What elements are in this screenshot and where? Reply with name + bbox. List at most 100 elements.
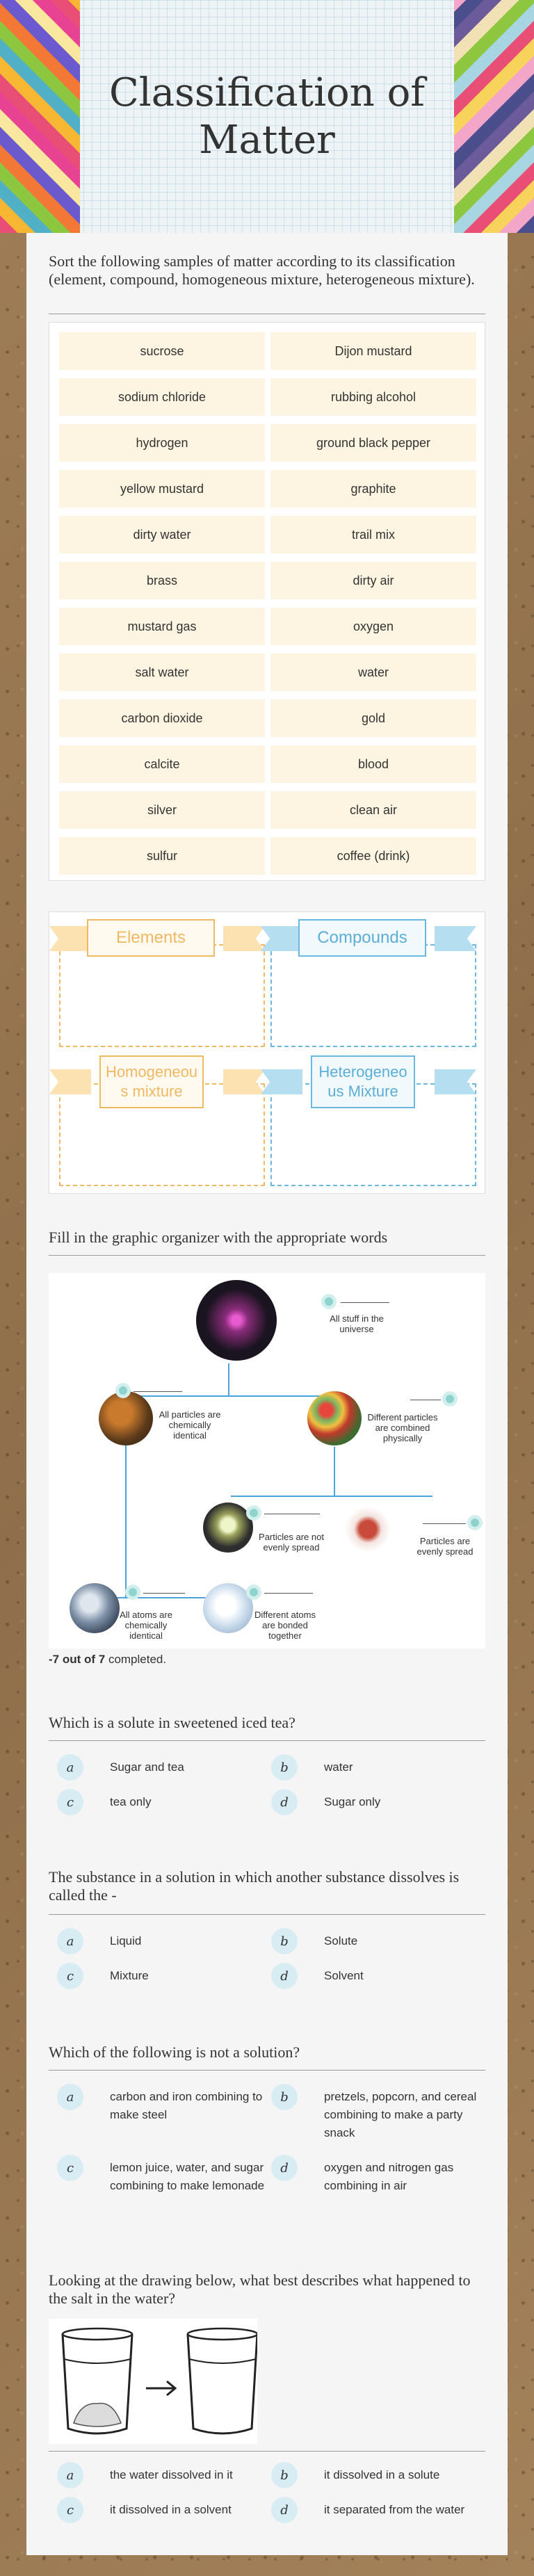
connector-line <box>334 1447 335 1496</box>
dropzone-elements[interactable] <box>59 944 265 1047</box>
option-letter: a <box>57 2084 83 2110</box>
sort-item[interactable]: oxygen <box>270 608 476 645</box>
sort-item[interactable]: sulfur <box>59 837 265 875</box>
sort-item[interactable]: mustard gas <box>59 608 265 645</box>
sort-item[interactable]: brass <box>59 562 265 599</box>
answer-option[interactable]: c tea only <box>57 1789 270 1815</box>
sort-item[interactable]: ground black pepper <box>270 424 476 462</box>
ribbon-tail <box>261 1069 302 1094</box>
divider <box>49 2451 485 2452</box>
chevron-pattern-left <box>0 0 80 233</box>
blank-marker[interactable] <box>321 1294 337 1309</box>
option-text: the water dissolved in it <box>110 2468 233 2481</box>
option-text: carbon and iron combining to make steel <box>110 2090 263 2121</box>
option-text: it dissolved in a solvent <box>110 2503 232 2516</box>
completion-status: -7 out of 7 completed. <box>49 1653 166 1667</box>
option-text: it dissolved in a solute <box>324 2468 440 2481</box>
connector-line <box>231 1496 432 1497</box>
blank-marker[interactable] <box>115 1383 131 1398</box>
sort-item[interactable]: hydrogen <box>59 424 265 462</box>
answer-option[interactable]: d Solvent <box>271 1963 484 1989</box>
universe-image <box>196 1280 277 1361</box>
sort-item[interactable]: calcite <box>59 745 265 783</box>
sort-items-box: sucrose sodium chloride hydrogen yellow … <box>49 322 485 881</box>
ribbon-tail <box>223 926 265 951</box>
question-1: Which is a solute in sweetened iced tea? <box>49 1714 296 1731</box>
sort-item[interactable]: coffee (drink) <box>270 837 476 875</box>
sort-item[interactable]: sucrose <box>59 332 265 370</box>
ribbon-tail <box>435 1069 476 1094</box>
sort-item[interactable]: dirty water <box>59 516 265 553</box>
option-text: Sugar and tea <box>110 1760 184 1774</box>
sort-item[interactable]: sodium chloride <box>59 378 265 416</box>
option-text: Solvent <box>324 1969 364 1982</box>
blank-marker[interactable] <box>246 1505 261 1521</box>
element-image <box>70 1583 120 1633</box>
sort-item[interactable]: blood <box>270 745 476 783</box>
option-letter: d <box>271 1963 298 1989</box>
divider <box>49 2070 485 2071</box>
category-label-elements: Elements <box>87 919 215 957</box>
sort-item[interactable]: carbon dioxide <box>59 699 265 737</box>
category-board: Elements Compounds Homogeneous mixture H… <box>49 912 485 1194</box>
option-letter: b <box>271 2084 298 2110</box>
beaker-illustration <box>61 2327 259 2435</box>
option-text: tea only <box>110 1795 152 1808</box>
ribbon-tail <box>49 1069 91 1094</box>
organizer-label-bottom-left: All atoms are chemically identical <box>120 1610 172 1641</box>
sort-item[interactable]: trail mix <box>270 516 476 553</box>
sort-item[interactable]: salt water <box>59 654 265 691</box>
graphic-organizer: All stuff in the universe All particles … <box>49 1273 485 1649</box>
option-letter: a <box>57 1928 83 1954</box>
completion-suffix: completed. <box>105 1653 167 1666</box>
option-letter: b <box>271 1754 298 1781</box>
blank-marker[interactable] <box>125 1585 140 1600</box>
divider <box>49 1740 485 1741</box>
sort-item[interactable]: silver <box>59 791 265 829</box>
blank-marker[interactable] <box>467 1515 483 1530</box>
divider <box>49 1255 485 1256</box>
sort-item[interactable]: gold <box>270 699 476 737</box>
category-label-heterogeneous: Heterogeneous Mixture <box>311 1055 415 1108</box>
option-text: lemon juice, water, and sugar combining … <box>110 2161 265 2192</box>
sort-item[interactable]: Dijon mustard <box>270 332 476 370</box>
homogeneous-image <box>341 1502 395 1551</box>
sort-item[interactable]: clean air <box>270 791 476 829</box>
sort-item[interactable]: rubbing alcohol <box>270 378 476 416</box>
organizer-label-mid-right: Particles are evenly spread <box>416 1536 474 1557</box>
sort-heading: Sort the following samples of matter acc… <box>49 252 475 288</box>
blank-marker[interactable] <box>442 1391 458 1407</box>
organizer-label-top: All stuff in the universe <box>330 1313 384 1334</box>
option-letter: d <box>271 2155 298 2181</box>
category-label-homogeneous: Homogeneous mixture <box>99 1055 204 1108</box>
blank-line <box>143 1593 185 1594</box>
blank-line <box>134 1391 182 1392</box>
completion-count: -7 out of 7 <box>49 1653 106 1666</box>
sort-item[interactable]: water <box>270 654 476 691</box>
option-text: it separated from the water <box>324 2503 465 2516</box>
blank-marker[interactable] <box>246 1585 261 1600</box>
organizer-label-right: Different particles are combined physica… <box>367 1412 438 1443</box>
option-letter: c <box>57 1789 83 1815</box>
answer-option[interactable]: a carbon and iron combining to make steel <box>57 2084 270 2124</box>
blank-line <box>341 1302 389 1303</box>
sort-item[interactable]: yellow mustard <box>59 470 265 508</box>
dropzone-compounds[interactable] <box>270 944 476 1047</box>
option-letter: c <box>57 1963 83 1989</box>
ribbon-tail <box>223 1069 265 1094</box>
sort-item[interactable]: graphite <box>270 470 476 508</box>
sort-item[interactable]: dirty air <box>270 562 476 599</box>
